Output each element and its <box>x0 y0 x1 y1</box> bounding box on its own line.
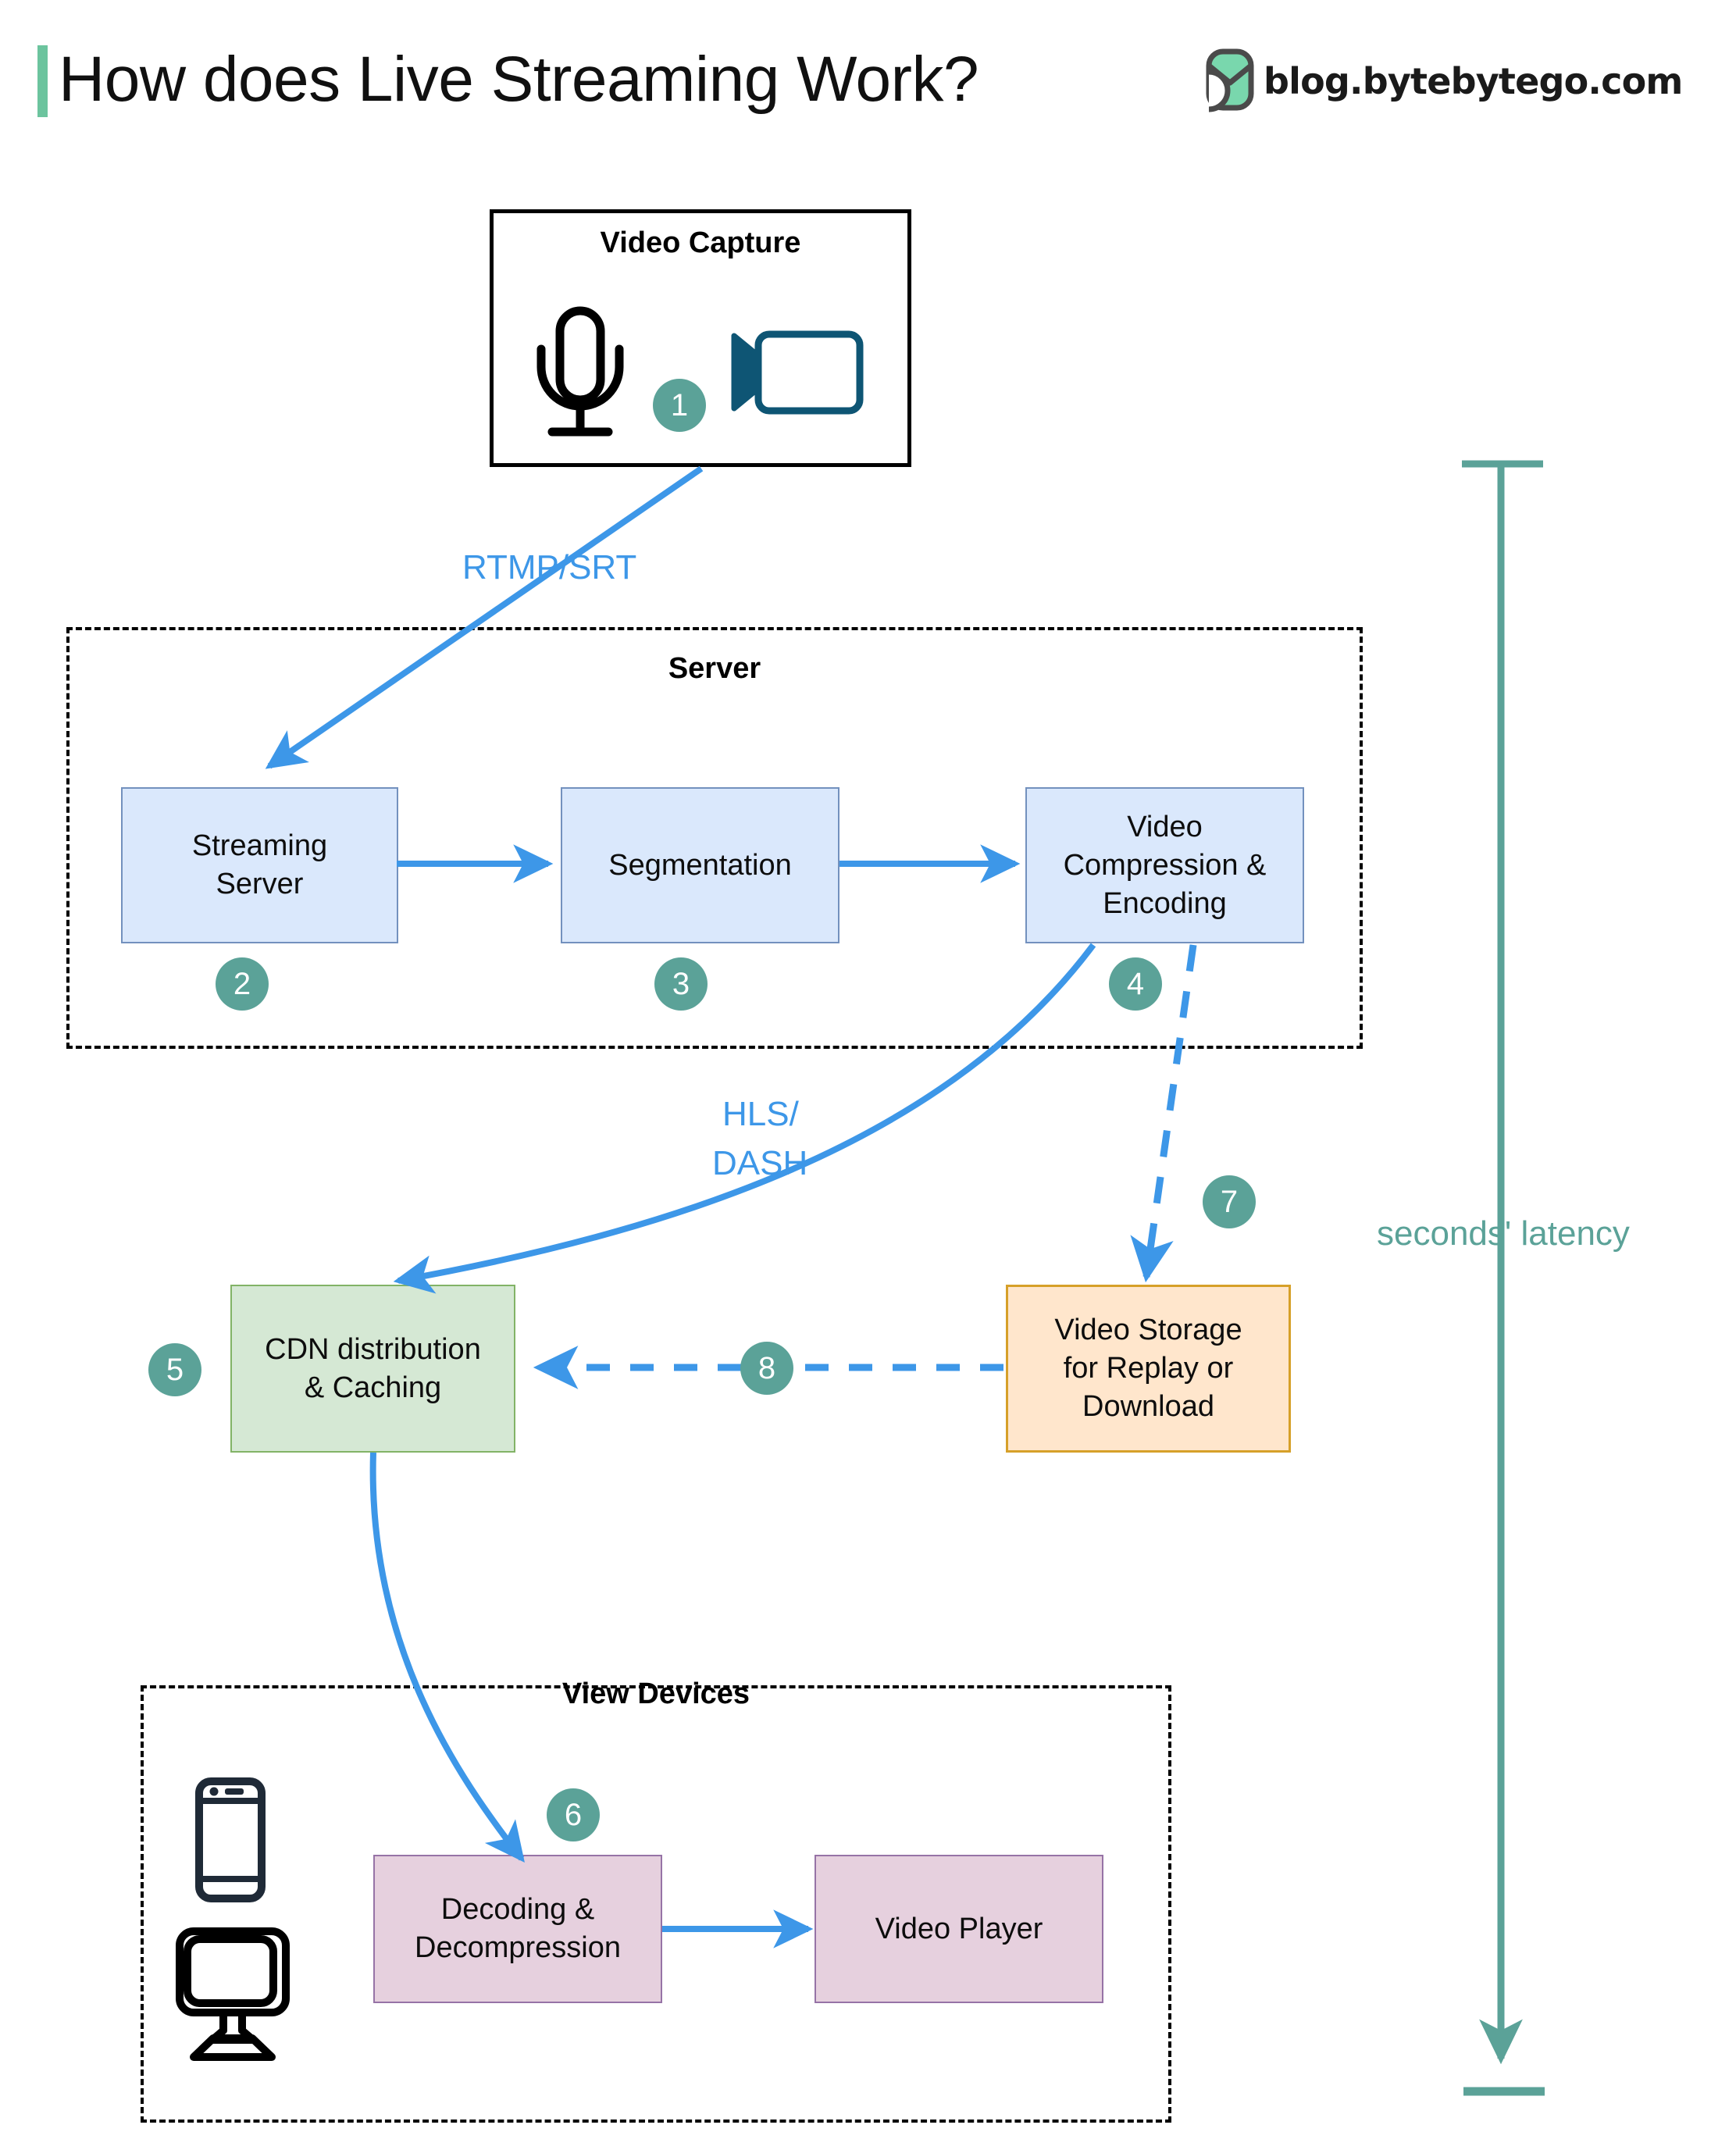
step-badge-1: 1 <box>653 379 706 432</box>
node-video-compression-label: Video Compression & Encoding <box>1064 808 1267 923</box>
node-video-player-label: Video Player <box>875 1912 1043 1945</box>
brand-label: blog.bytebytego.com <box>1264 60 1683 102</box>
node-video-storage-label: Video Storage for Replay or Download <box>1054 1311 1242 1426</box>
step-badge-4: 4 <box>1109 957 1162 1011</box>
step-badge-3: 3 <box>654 957 708 1011</box>
line2: & Caching <box>304 1371 442 1404</box>
node-segmentation[interactable]: Segmentation <box>561 787 839 943</box>
edge-label-dash: DASH <box>712 1144 808 1182</box>
line2: for Replay or <box>1063 1352 1234 1385</box>
latency-label: seconds' latency <box>1377 1214 1630 1253</box>
step-badge-5: 5 <box>148 1343 201 1396</box>
node-video-compression[interactable]: Video Compression & Encoding <box>1025 787 1304 943</box>
view-devices-group-title: View Devices <box>561 1677 750 1710</box>
edge-label-hls: HLS/ <box>722 1095 799 1133</box>
line3: Download <box>1082 1390 1214 1423</box>
node-streaming-server[interactable]: Streaming Server <box>121 787 398 943</box>
node-cdn-distribution[interactable]: CDN distribution & Caching <box>230 1285 515 1453</box>
bytebytego-logo-icon <box>1206 48 1254 112</box>
step-badge-8: 8 <box>740 1342 793 1395</box>
server-group-title: Server <box>668 652 761 685</box>
view-devices-group <box>141 1685 1171 2123</box>
line1: Video <box>1127 810 1203 843</box>
brand-watermark: blog.bytebytego.com <box>1201 48 1683 114</box>
latency-indicator <box>1462 460 1545 2096</box>
line1: Video Storage <box>1054 1314 1242 1346</box>
page-title: How does Live Streaming Work? <box>59 44 979 115</box>
node-cdn-distribution-label: CDN distribution & Caching <box>265 1331 481 1407</box>
node-decoding-label: Decoding & Decompression <box>415 1891 621 1967</box>
node-video-player[interactable]: Video Player <box>815 1855 1103 2003</box>
line1: Decoding & <box>440 1893 595 1926</box>
title-accent-bar <box>37 45 48 117</box>
line2: Compression & <box>1063 848 1267 882</box>
node-streaming-server-label: Streaming Server <box>192 827 327 904</box>
line2: Server <box>216 868 304 900</box>
edge-label-rtmp-srt: RTMP/SRT <box>462 548 637 586</box>
node-video-storage[interactable]: Video Storage for Replay or Download <box>1006 1285 1291 1453</box>
line1: CDN distribution <box>265 1332 481 1366</box>
step-badge-7: 7 <box>1203 1175 1256 1228</box>
line2: Decompression <box>415 1931 621 1964</box>
video-capture-title: Video Capture <box>600 226 801 259</box>
line3: Encoding <box>1103 886 1227 920</box>
node-decoding[interactable]: Decoding & Decompression <box>373 1855 662 2003</box>
page-header: How does Live Streaming Work? blog.byteb… <box>0 0 1736 156</box>
line1: Streaming <box>191 829 328 862</box>
node-segmentation-label: Segmentation <box>608 848 792 882</box>
step-badge-2: 2 <box>216 957 269 1011</box>
step-badge-6: 6 <box>547 1788 600 1841</box>
